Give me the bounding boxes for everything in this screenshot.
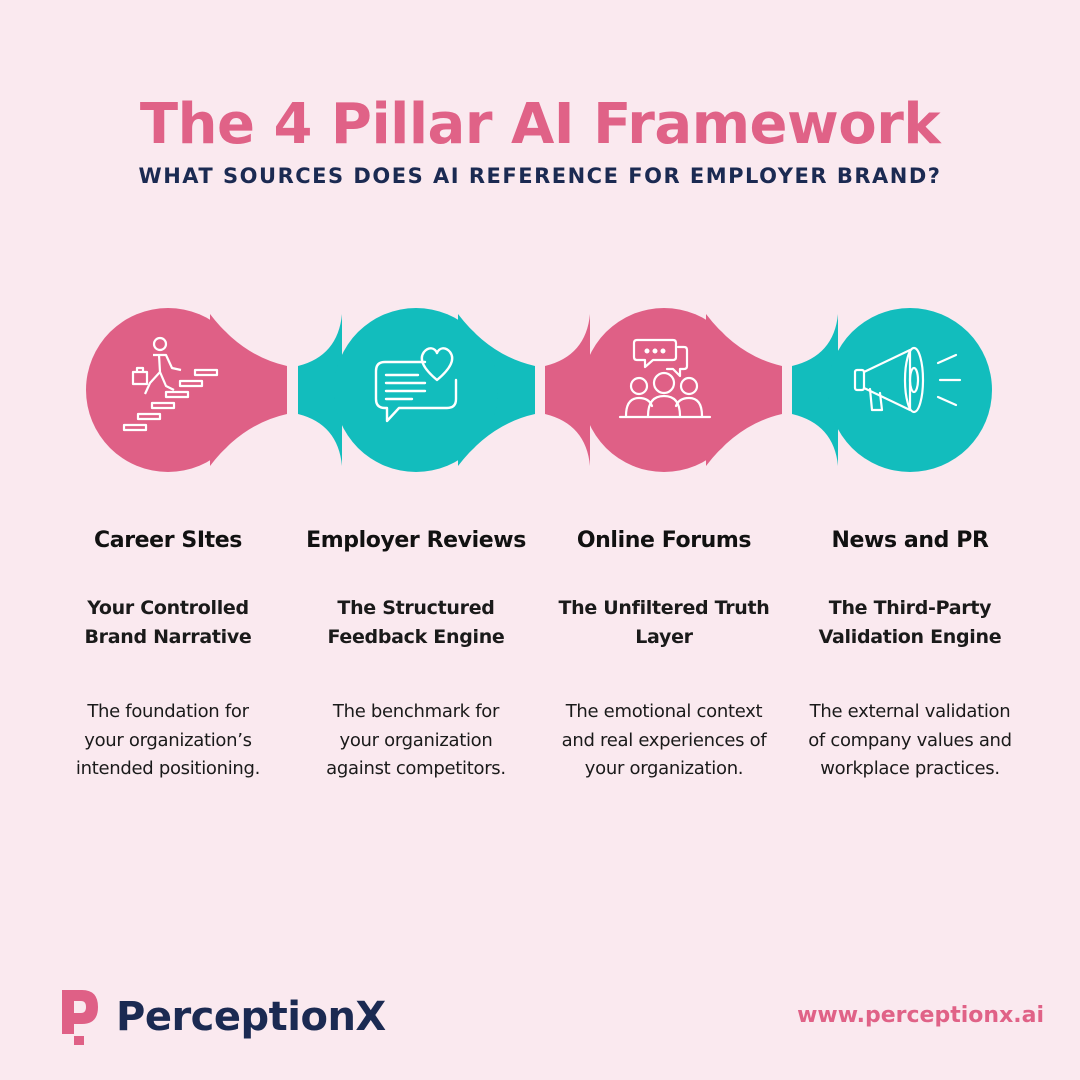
megaphone-icon <box>853 346 962 414</box>
pillar-circle-1 <box>86 308 250 472</box>
pillar-name: Employer Reviews <box>306 528 526 553</box>
brand-name: PerceptionX <box>116 994 386 1040</box>
pillar-circle-3 <box>582 308 746 472</box>
pillar-description: The emotional context and real experienc… <box>561 701 767 779</box>
pillar-name: News and PR <box>831 528 989 553</box>
connector-6 <box>792 314 838 466</box>
website-link[interactable]: www.perceptionx.ai <box>797 1003 1044 1028</box>
pillar-tagline: The Structured Feedback Engine <box>327 597 505 648</box>
chat-heart-icon <box>374 347 458 423</box>
pillar-column-3: Online Forums The Unfiltered Truth Layer… <box>544 528 784 779</box>
brand-logo[interactable]: PerceptionX <box>60 988 386 1046</box>
page-title: The 4 Pillar AI Framework <box>139 92 941 157</box>
connector-4 <box>545 314 590 466</box>
pillar-column-4: News and PR The Third-Party Validation E… <box>790 528 1030 779</box>
pillar-name: Career SItes <box>94 528 242 553</box>
pillar-description: The benchmark for your organization agai… <box>326 701 506 779</box>
pillar-tagline: Your Controlled Brand Narrative <box>84 597 252 648</box>
pillar-tagline: The Third-Party Validation Engine <box>818 597 1002 648</box>
pillar-band <box>86 308 992 472</box>
pillar-column-1: Career SItes Your Controlled Brand Narra… <box>48 528 288 779</box>
connector-2 <box>298 314 342 466</box>
person-climbing-stairs-icon <box>122 336 219 432</box>
pillar-tagline: The Unfiltered Truth Layer <box>558 597 770 648</box>
pillar-description: The foundation for your organization’s i… <box>75 701 261 779</box>
page-subtitle: WHAT SOURCES DOES AI REFERENCE FOR EMPLO… <box>138 164 942 188</box>
perceptionx-logo-icon <box>62 990 98 1045</box>
pillar-description: The external validation of company value… <box>808 701 1012 779</box>
pillar-name: Online Forums <box>576 528 752 553</box>
group-discussion-icon <box>618 338 712 419</box>
pillar-column-2: Employer Reviews The Structured Feedback… <box>296 528 536 779</box>
